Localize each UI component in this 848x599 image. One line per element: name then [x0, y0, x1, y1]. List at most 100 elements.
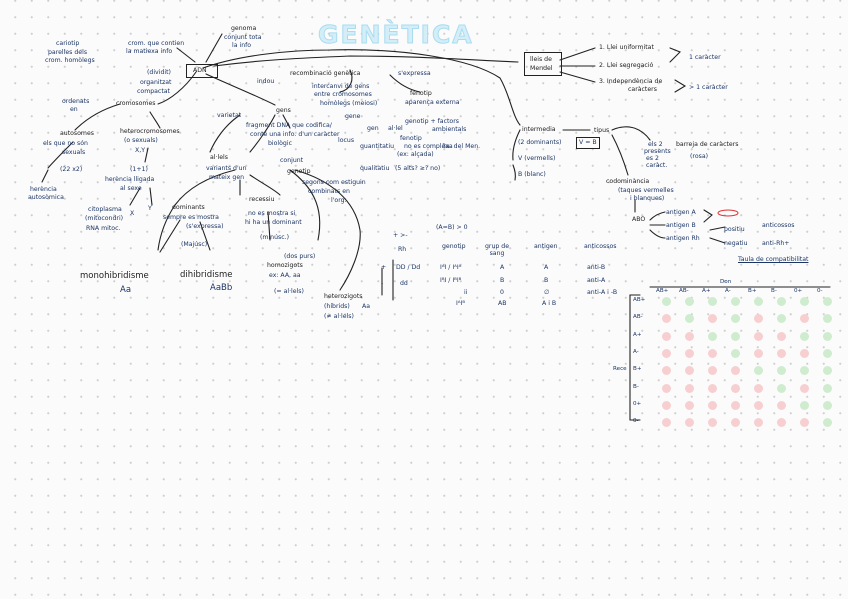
node-n-allels: (= al·lels)	[274, 288, 304, 295]
node-allels-def-1: variants d'un	[206, 165, 247, 172]
incompatible-dot	[754, 418, 763, 428]
rh-top-2: (A=B) > 0	[436, 224, 468, 231]
compatible-dot	[823, 366, 832, 376]
node-genotip-factors: genotip + factors	[405, 118, 459, 125]
node-autosomes-def-1: els que no són	[43, 140, 88, 147]
node-indou: indou	[257, 78, 275, 85]
compatible-dot	[754, 366, 763, 376]
rh-row-0-rh: +	[381, 264, 387, 271]
incompatible-dot	[777, 418, 786, 428]
compat-row-header: 0-	[633, 418, 639, 425]
rh-row-3-grup: AB	[498, 300, 507, 307]
incompatible-dot	[708, 366, 717, 376]
node-mes-un: > 1 caràcter	[689, 84, 728, 91]
node-lleis-1: 1. Llei uniformitat	[599, 44, 654, 51]
node-monohibridisme: monohibridisme	[80, 271, 149, 281]
node-fragment-2: conté una info. d'un caràcter	[250, 131, 340, 138]
rh-row-0-grup: A	[500, 264, 505, 271]
node-homolegs: homòlegs (meiosi)	[320, 100, 378, 107]
node-citoplasma-2: (mitocondri)	[85, 215, 124, 222]
node-majusc: (Majúsc)	[181, 241, 208, 248]
node-homozigots-ex: ex: AA, aa	[269, 272, 301, 279]
node-v-vermells: V (vermells)	[518, 155, 556, 162]
node-herencia-auto-2: autosòmica	[28, 194, 64, 201]
incompatible-dot	[662, 348, 671, 358]
incompatible-dot	[754, 314, 763, 324]
node-tipus: tipus	[594, 127, 610, 134]
incompatible-dot	[800, 314, 809, 324]
node-recessiu: recessiu	[249, 196, 275, 203]
node-intercanvi-1: intercanvi de gens	[312, 83, 370, 90]
node-heterocromosomes: heterocromosomes	[120, 128, 180, 135]
node-sexpressa: s'expressa	[398, 70, 431, 77]
node-antigen-a: antigen A	[666, 209, 696, 216]
incompatible-dot	[662, 383, 671, 393]
rh-row-1-antigen: B	[544, 277, 549, 284]
compat-col-header: AB+	[656, 288, 669, 294]
compat-col-header: B+	[748, 288, 757, 294]
incompatible-dot	[685, 400, 694, 410]
node-locus: locus	[338, 137, 355, 144]
node-cariotip-def-1: parelles dels	[48, 49, 88, 56]
compatible-dot	[731, 348, 740, 358]
node-herencia-auto-1: herència	[30, 186, 57, 193]
node-lleis: lleis de	[530, 56, 552, 63]
node-quantitatiu: quantitatiu	[360, 143, 394, 150]
node-aparenca: aparença externa	[405, 99, 460, 106]
node-mendel: Mendel	[530, 65, 553, 72]
node-codominancia: codominància	[606, 178, 650, 185]
rh-row-2-anticossos: anti-A i -B	[587, 289, 618, 296]
incompatible-dot	[800, 383, 809, 393]
node-ex-albi: 3a. del Men.	[442, 143, 481, 150]
node-b-blanc: B (blanc)	[518, 171, 546, 178]
incompatible-dot	[685, 366, 694, 376]
incompatible-dot	[685, 331, 694, 341]
incompatible-dot	[685, 418, 694, 428]
rh-row-2-genotip: ii	[464, 289, 468, 296]
compat-col-label: Don	[720, 279, 732, 285]
adn-box	[186, 64, 218, 78]
node-genoma: genoma	[231, 25, 257, 32]
node-allels-small: al·lel	[388, 125, 403, 132]
node-recombinacio: recombinació genètica	[290, 70, 361, 77]
node-sexpressa-2: (s'expressa)	[186, 223, 224, 230]
node-sempre: sempre es mostra	[163, 214, 219, 221]
compatible-dot	[685, 314, 694, 324]
node-antigen-b: antigen B	[666, 222, 696, 229]
incompatible-dot	[800, 418, 809, 428]
node-antigen-rh: antigen Rh	[666, 235, 700, 242]
node-genotip: genotip	[287, 168, 311, 175]
compat-col-header: A-	[725, 288, 731, 294]
node-dihibridisme: dihibridisme	[180, 270, 233, 280]
incompatible-dot	[754, 331, 763, 341]
node-recessiu-def-2: hi ha un dominant	[245, 219, 302, 226]
incompatible-dot	[754, 383, 763, 393]
node-segons-3: l'org.	[331, 197, 347, 204]
incompatible-dot	[708, 314, 717, 324]
node-lleis-3: 3. Independència de	[599, 78, 663, 85]
node-genoma-def-2: la info	[232, 42, 252, 49]
node-fenotip-2: fenotip	[400, 135, 422, 142]
compatible-dot	[823, 297, 832, 306]
node-ordenats: ordenats	[62, 98, 90, 105]
node-citoplasma-3: RNA mitoc.	[86, 225, 121, 232]
node-qualitatiu-ex: (5 alts? ≥? no)	[395, 165, 441, 172]
compatible-dot	[685, 297, 694, 306]
node-els2-2: presents	[644, 148, 671, 155]
incompatible-dot	[708, 418, 717, 428]
incompatible-dot	[754, 348, 763, 358]
node-sexuals: (o sexuals)	[124, 137, 158, 144]
node-recessiu-def-1: no es mostra si	[248, 210, 296, 217]
node-dos-dominants: (2 dominants)	[518, 139, 562, 146]
rh-row-1-rhgen: dd	[400, 280, 408, 287]
node-gene-small-1: gene	[345, 113, 361, 120]
rh-row-0-rhgen: DD / Dd	[396, 264, 421, 271]
node-gens: gens	[276, 107, 291, 114]
node-lleis-3b: caràcters	[628, 86, 657, 93]
node-organitzat: organitzat	[140, 79, 172, 86]
rh-row-1-grup: B	[500, 277, 505, 284]
incompatible-dot	[754, 400, 763, 410]
rh-top-1: + >-	[393, 232, 408, 239]
v-eq-b-box	[576, 137, 600, 149]
compatible-dot	[708, 297, 717, 306]
